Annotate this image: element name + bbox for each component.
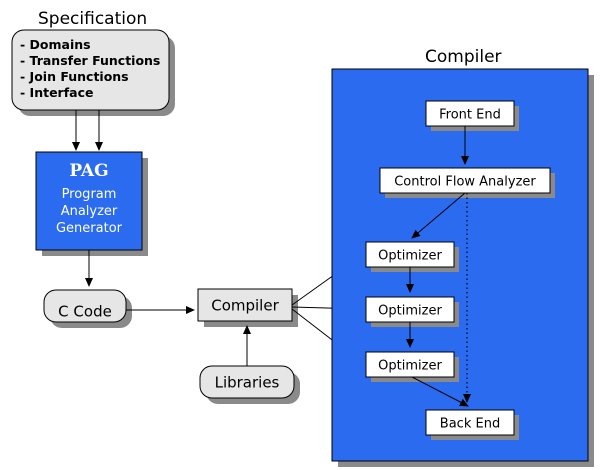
cfa-label: Control Flow Analyzer — [394, 175, 536, 190]
pag-line-generator: Generator — [56, 221, 123, 236]
spec-item-transfer-functions: - Transfer Functions — [20, 53, 160, 68]
specification-box: - Domains - Transfer Functions - Join Fu… — [11, 29, 175, 116]
pag-line-analyzer: Analyzer — [61, 204, 118, 219]
spec-item-join-functions: - Join Functions — [20, 69, 129, 84]
specification-title: Specification — [38, 9, 147, 29]
spec-item-interface: - Interface — [20, 85, 93, 100]
libraries-label: Libraries — [215, 374, 280, 392]
pag-box: PAG Program Analyzer Generator — [35, 151, 148, 256]
optimizer-2-label: Optimizer — [378, 304, 442, 319]
arrow-cfa-to-optimizer — [411, 192, 466, 239]
compiler-panel-title: Compiler — [425, 47, 502, 67]
back-end-box: Back End — [425, 409, 519, 440]
libraries-box: Libraries — [199, 365, 300, 404]
pag-name: PAG — [69, 161, 108, 181]
optimizer-3-label: Optimizer — [378, 359, 442, 374]
optimizer-3-box: Optimizer — [365, 351, 459, 382]
c-code-box: C Code — [43, 289, 132, 328]
front-end-box: Front End — [425, 100, 519, 131]
pag-line-program: Program — [62, 187, 117, 202]
optimizer-1-label: Optimizer — [378, 249, 442, 264]
c-code-label: C Code — [58, 303, 112, 321]
optimizer-2-box: Optimizer — [365, 296, 459, 327]
cfa-box: Control Flow Analyzer — [379, 167, 555, 198]
front-end-label: Front End — [439, 108, 501, 123]
arrow-optimizer-3-to-backend — [411, 376, 469, 407]
compiler-node-box: Compiler — [197, 288, 298, 327]
spec-item-domains: - Domains — [20, 37, 91, 52]
optimizer-1-box: Optimizer — [365, 241, 459, 272]
compiler-node-label: Compiler — [211, 297, 279, 315]
back-end-label: Back End — [440, 417, 500, 432]
